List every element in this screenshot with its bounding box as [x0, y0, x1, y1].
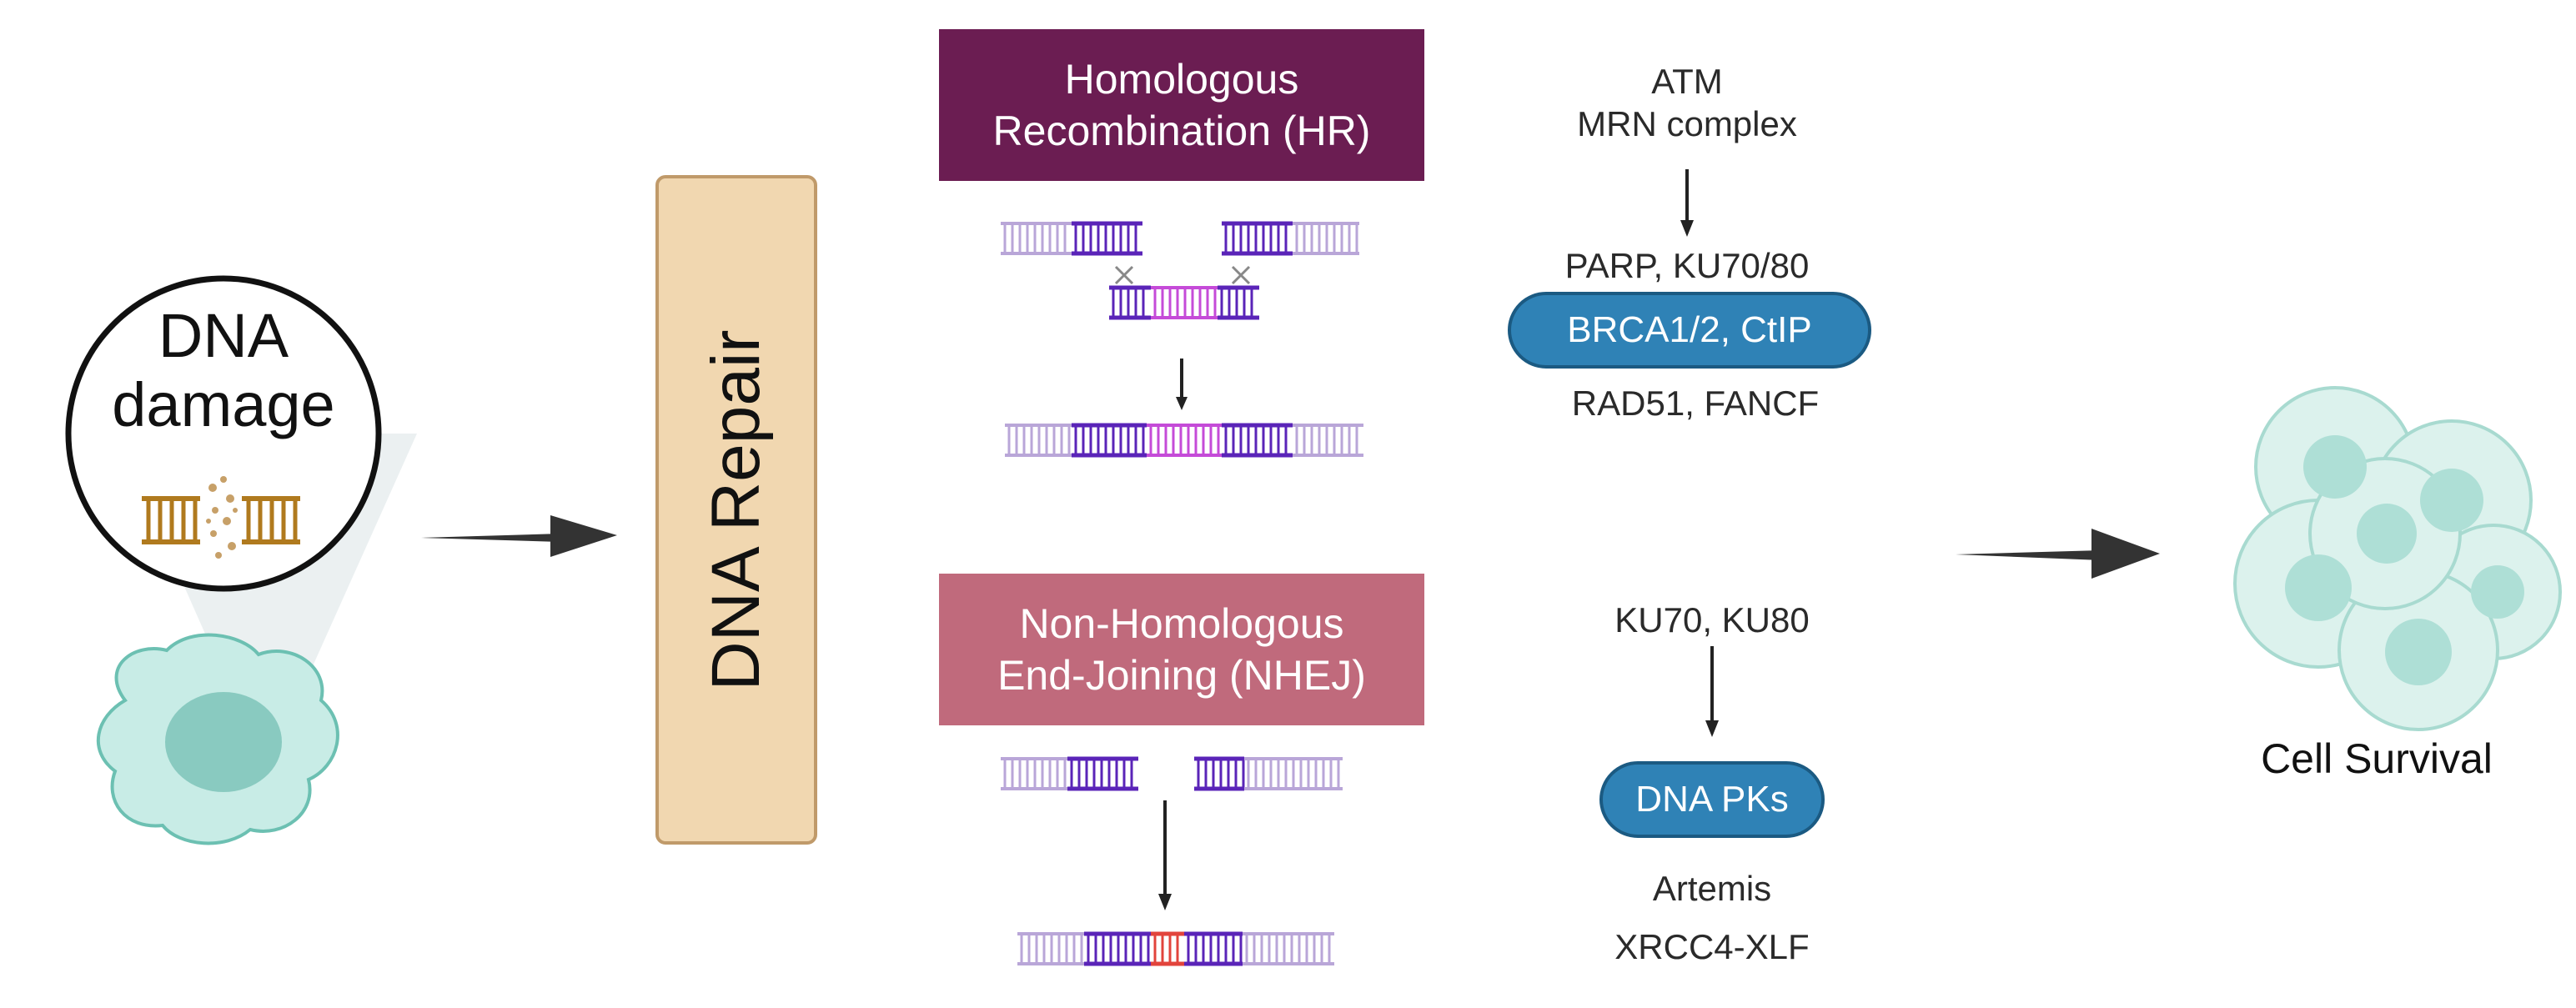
- crossover-mark-icon: [1231, 265, 1251, 285]
- hr-repaired-light-left: [1005, 424, 1072, 457]
- dna-repair-label: DNA Repair: [698, 329, 774, 690]
- dna-damage-label: DNA damage: [98, 301, 349, 440]
- dna-repair-box: DNA Repair: [655, 175, 817, 845]
- nhej-left-dark: [1067, 756, 1138, 791]
- hr-mid-factors: PARP, KU70/80: [1564, 246, 1810, 285]
- hr-upstream-line2: MRN complex: [1577, 104, 1797, 144]
- hr-title-line2: Recombination (HR): [992, 108, 1371, 154]
- nhej-joined-light-right: [1243, 932, 1334, 965]
- cell-cluster-icon: [2233, 386, 2562, 731]
- hr-pathway-pill: BRCA1/2, CtIP: [1508, 292, 1871, 369]
- hr-repaired-light-right: [1293, 424, 1363, 457]
- hr-downstream-factors: RAD51, FANCF: [1571, 384, 1820, 423]
- nhej-downstream-2: XRCC4-XLF: [1614, 927, 1810, 966]
- nhej-joined-dark-left: [1084, 931, 1151, 966]
- nhej-factor-arrow-icon: [1705, 646, 1719, 737]
- hr-dna-schematic-icon: [1001, 221, 1363, 458]
- hr-factor-arrow-icon: [1680, 169, 1694, 237]
- hr-template-left: [1109, 285, 1151, 320]
- hr-upstream-line1: ATM: [1651, 62, 1723, 101]
- nhej-downstream-1: Artemis: [1652, 869, 1772, 908]
- nhej-joined-red: [1151, 931, 1184, 966]
- hr-title-line1: Homologous: [1064, 55, 1299, 103]
- dna-damage-line1: DNA: [158, 301, 289, 370]
- nhej-dna-schematic-icon: [1001, 756, 1343, 966]
- nhej-title-line2: End-Joining (NHEJ): [997, 652, 1366, 699]
- dna-damage-callout: [65, 275, 382, 592]
- hr-template-right: [1218, 285, 1259, 320]
- hr-template-mid: [1151, 286, 1218, 319]
- nhej-right-light: [1244, 757, 1343, 790]
- nhej-upstream-factors: KU70, KU80: [1614, 600, 1810, 639]
- dna-damage-line2: damage: [112, 369, 335, 439]
- nhej-left-light: [1001, 757, 1067, 790]
- hr-dna-left-dark: [1072, 221, 1142, 256]
- broken-dna-icon: [142, 476, 300, 559]
- hr-repaired-dark-right: [1222, 423, 1293, 458]
- hr-dna-right-light: [1293, 222, 1359, 255]
- hr-title-box: Homologous Recombination (HR): [939, 29, 1424, 181]
- nhej-pathway-pill: DNA PKs: [1599, 761, 1825, 838]
- cell-survival-label: Cell Survival: [2261, 735, 2493, 782]
- hr-repaired-magenta: [1147, 424, 1222, 457]
- hr-repaired-dark-left: [1072, 423, 1147, 458]
- arrow-to-repair-icon: [421, 515, 617, 557]
- nhej-title-line1: Non-Homologous: [1019, 599, 1344, 647]
- hr-dna-right-dark: [1222, 221, 1293, 256]
- crossover-mark-icon: [1114, 265, 1134, 285]
- nhej-right-dark: [1194, 756, 1245, 791]
- arrow-to-survival-icon: [1956, 529, 2160, 579]
- hr-dna-left-light: [1001, 222, 1072, 255]
- nhej-joined-dark-right: [1184, 931, 1243, 966]
- hr-down-arrow-icon: [1176, 359, 1188, 410]
- nhej-joined-light-left: [1017, 932, 1084, 965]
- nhej-title-box: Non-Homologous End-Joining (NHEJ): [939, 574, 1424, 725]
- nhej-down-arrow-icon: [1158, 800, 1172, 910]
- hr-upstream-factors: ATM MRN complex: [1562, 60, 1812, 145]
